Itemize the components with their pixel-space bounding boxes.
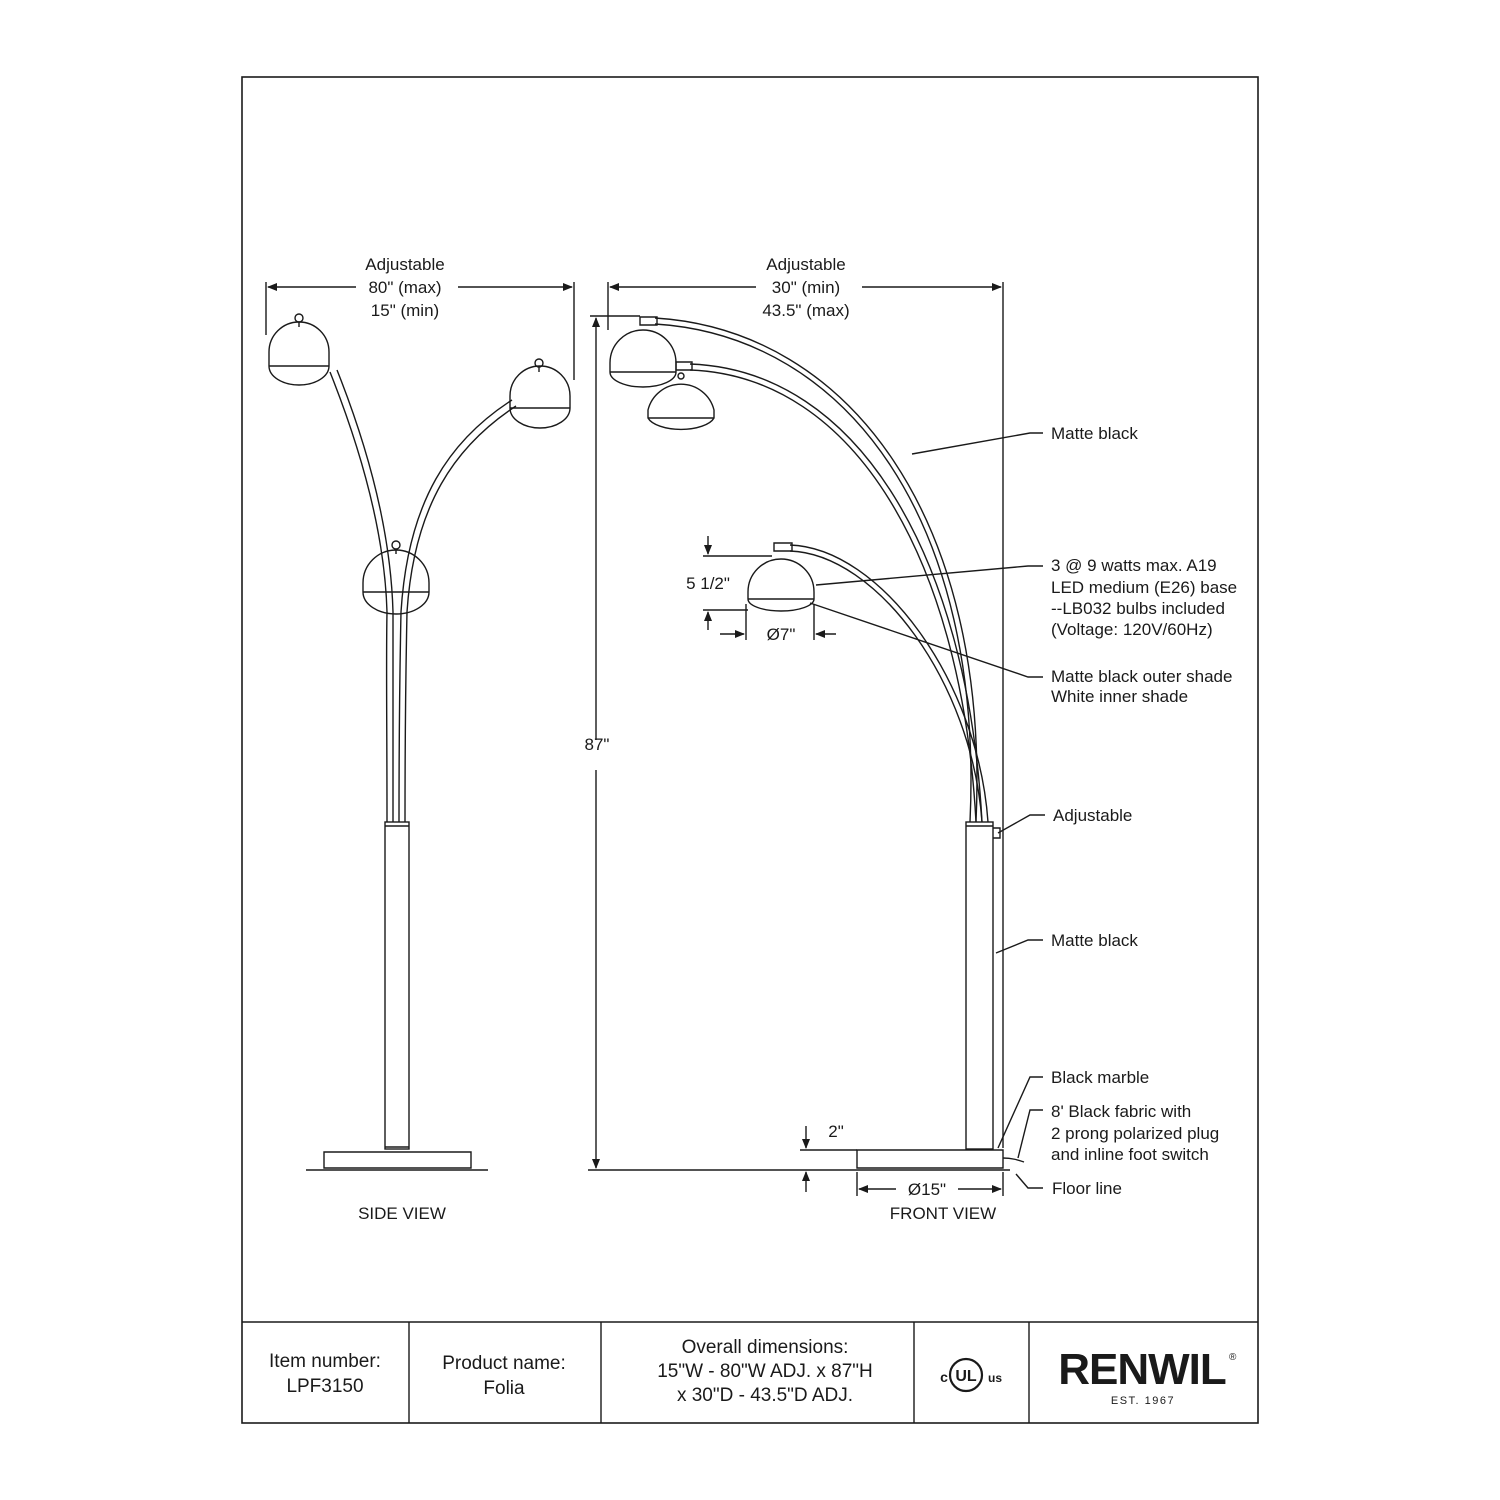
callout-shade-1: Matte black outer shade: [1051, 667, 1232, 686]
front-dim-label-1: Adjustable: [766, 255, 845, 274]
brand-registered-mark: ®: [1229, 1352, 1237, 1363]
side-view-caption: SIDE VIEW: [358, 1204, 446, 1223]
side-view: [265, 282, 575, 1171]
side-shade-left: [268, 313, 330, 386]
overall-dims-line-1: 15"W - 80"W ADJ. x 87"H: [657, 1361, 873, 1382]
item-number-label: Item number:: [269, 1351, 381, 1372]
callout-base-material: Black marble: [1051, 1068, 1149, 1087]
front-dim-label-2: 30" (min): [772, 278, 840, 297]
height-label: 87": [585, 735, 610, 754]
overall-dims-line-2: x 30"D - 43.5"D ADJ.: [677, 1385, 853, 1406]
shade-diameter-label: Ø7": [767, 625, 796, 644]
front-view-caption: FRONT VIEW: [890, 1204, 996, 1223]
sheet-border: [241, 76, 1259, 1424]
side-dim-label-1: Adjustable: [365, 255, 444, 274]
base-height-label: 2": [828, 1122, 844, 1141]
side-dim-label-2: 80" (max): [368, 278, 441, 297]
front-shade-lower: [747, 542, 815, 612]
callout-cord-2: 2 prong polarized plug: [1051, 1124, 1219, 1143]
ul-mark-center: UL: [955, 1368, 977, 1385]
ul-mark-right: us: [988, 1371, 1002, 1385]
callout-bulbs-1: 3 @ 9 watts max. A19: [1051, 556, 1217, 575]
callout-floor-line: Floor line: [1052, 1179, 1122, 1198]
brand-name: RENWIL: [1058, 1345, 1226, 1394]
callout-bulbs-2: LED medium (E26) base: [1051, 578, 1237, 597]
callout-bulbs-3: --LB032 bulbs included: [1051, 599, 1225, 618]
ul-certification-icon: UL c us: [940, 1357, 1002, 1393]
front-shade-middle: [647, 361, 715, 431]
overall-dims-label: Overall dimensions:: [682, 1337, 849, 1358]
base-diameter-label: Ø15": [908, 1180, 946, 1199]
callout-arc-finish: Matte black: [1051, 424, 1138, 443]
callout-cord-3: and inline foot switch: [1051, 1145, 1209, 1164]
front-shade-top: [609, 316, 677, 388]
product-name-value: Folia: [483, 1378, 525, 1399]
side-shade-center: [362, 540, 430, 615]
ul-mark-left: c: [940, 1369, 948, 1385]
product-name-label: Product name:: [442, 1353, 566, 1374]
brand-tagline: EST. 1967: [1111, 1395, 1175, 1407]
renwil-logo: RENWIL ® EST. 1967: [1058, 1345, 1237, 1407]
item-number-value: LPF3150: [286, 1376, 363, 1397]
side-shade-right: [509, 358, 571, 429]
callout-bulbs-4: (Voltage: 120V/60Hz): [1051, 620, 1213, 639]
side-dim-label-3: 15" (min): [371, 301, 439, 320]
front-view: [588, 282, 1045, 1196]
shade-height-label: 5 1/2": [686, 574, 730, 593]
callout-adjustable: Adjustable: [1053, 806, 1132, 825]
callout-shade-2: White inner shade: [1051, 687, 1188, 706]
callout-pole-finish: Matte black: [1051, 931, 1138, 950]
front-dim-label-3: 43.5" (max): [762, 301, 849, 320]
callout-cord-1: 8' Black fabric with: [1051, 1102, 1191, 1121]
title-block: [408, 1322, 1030, 1423]
